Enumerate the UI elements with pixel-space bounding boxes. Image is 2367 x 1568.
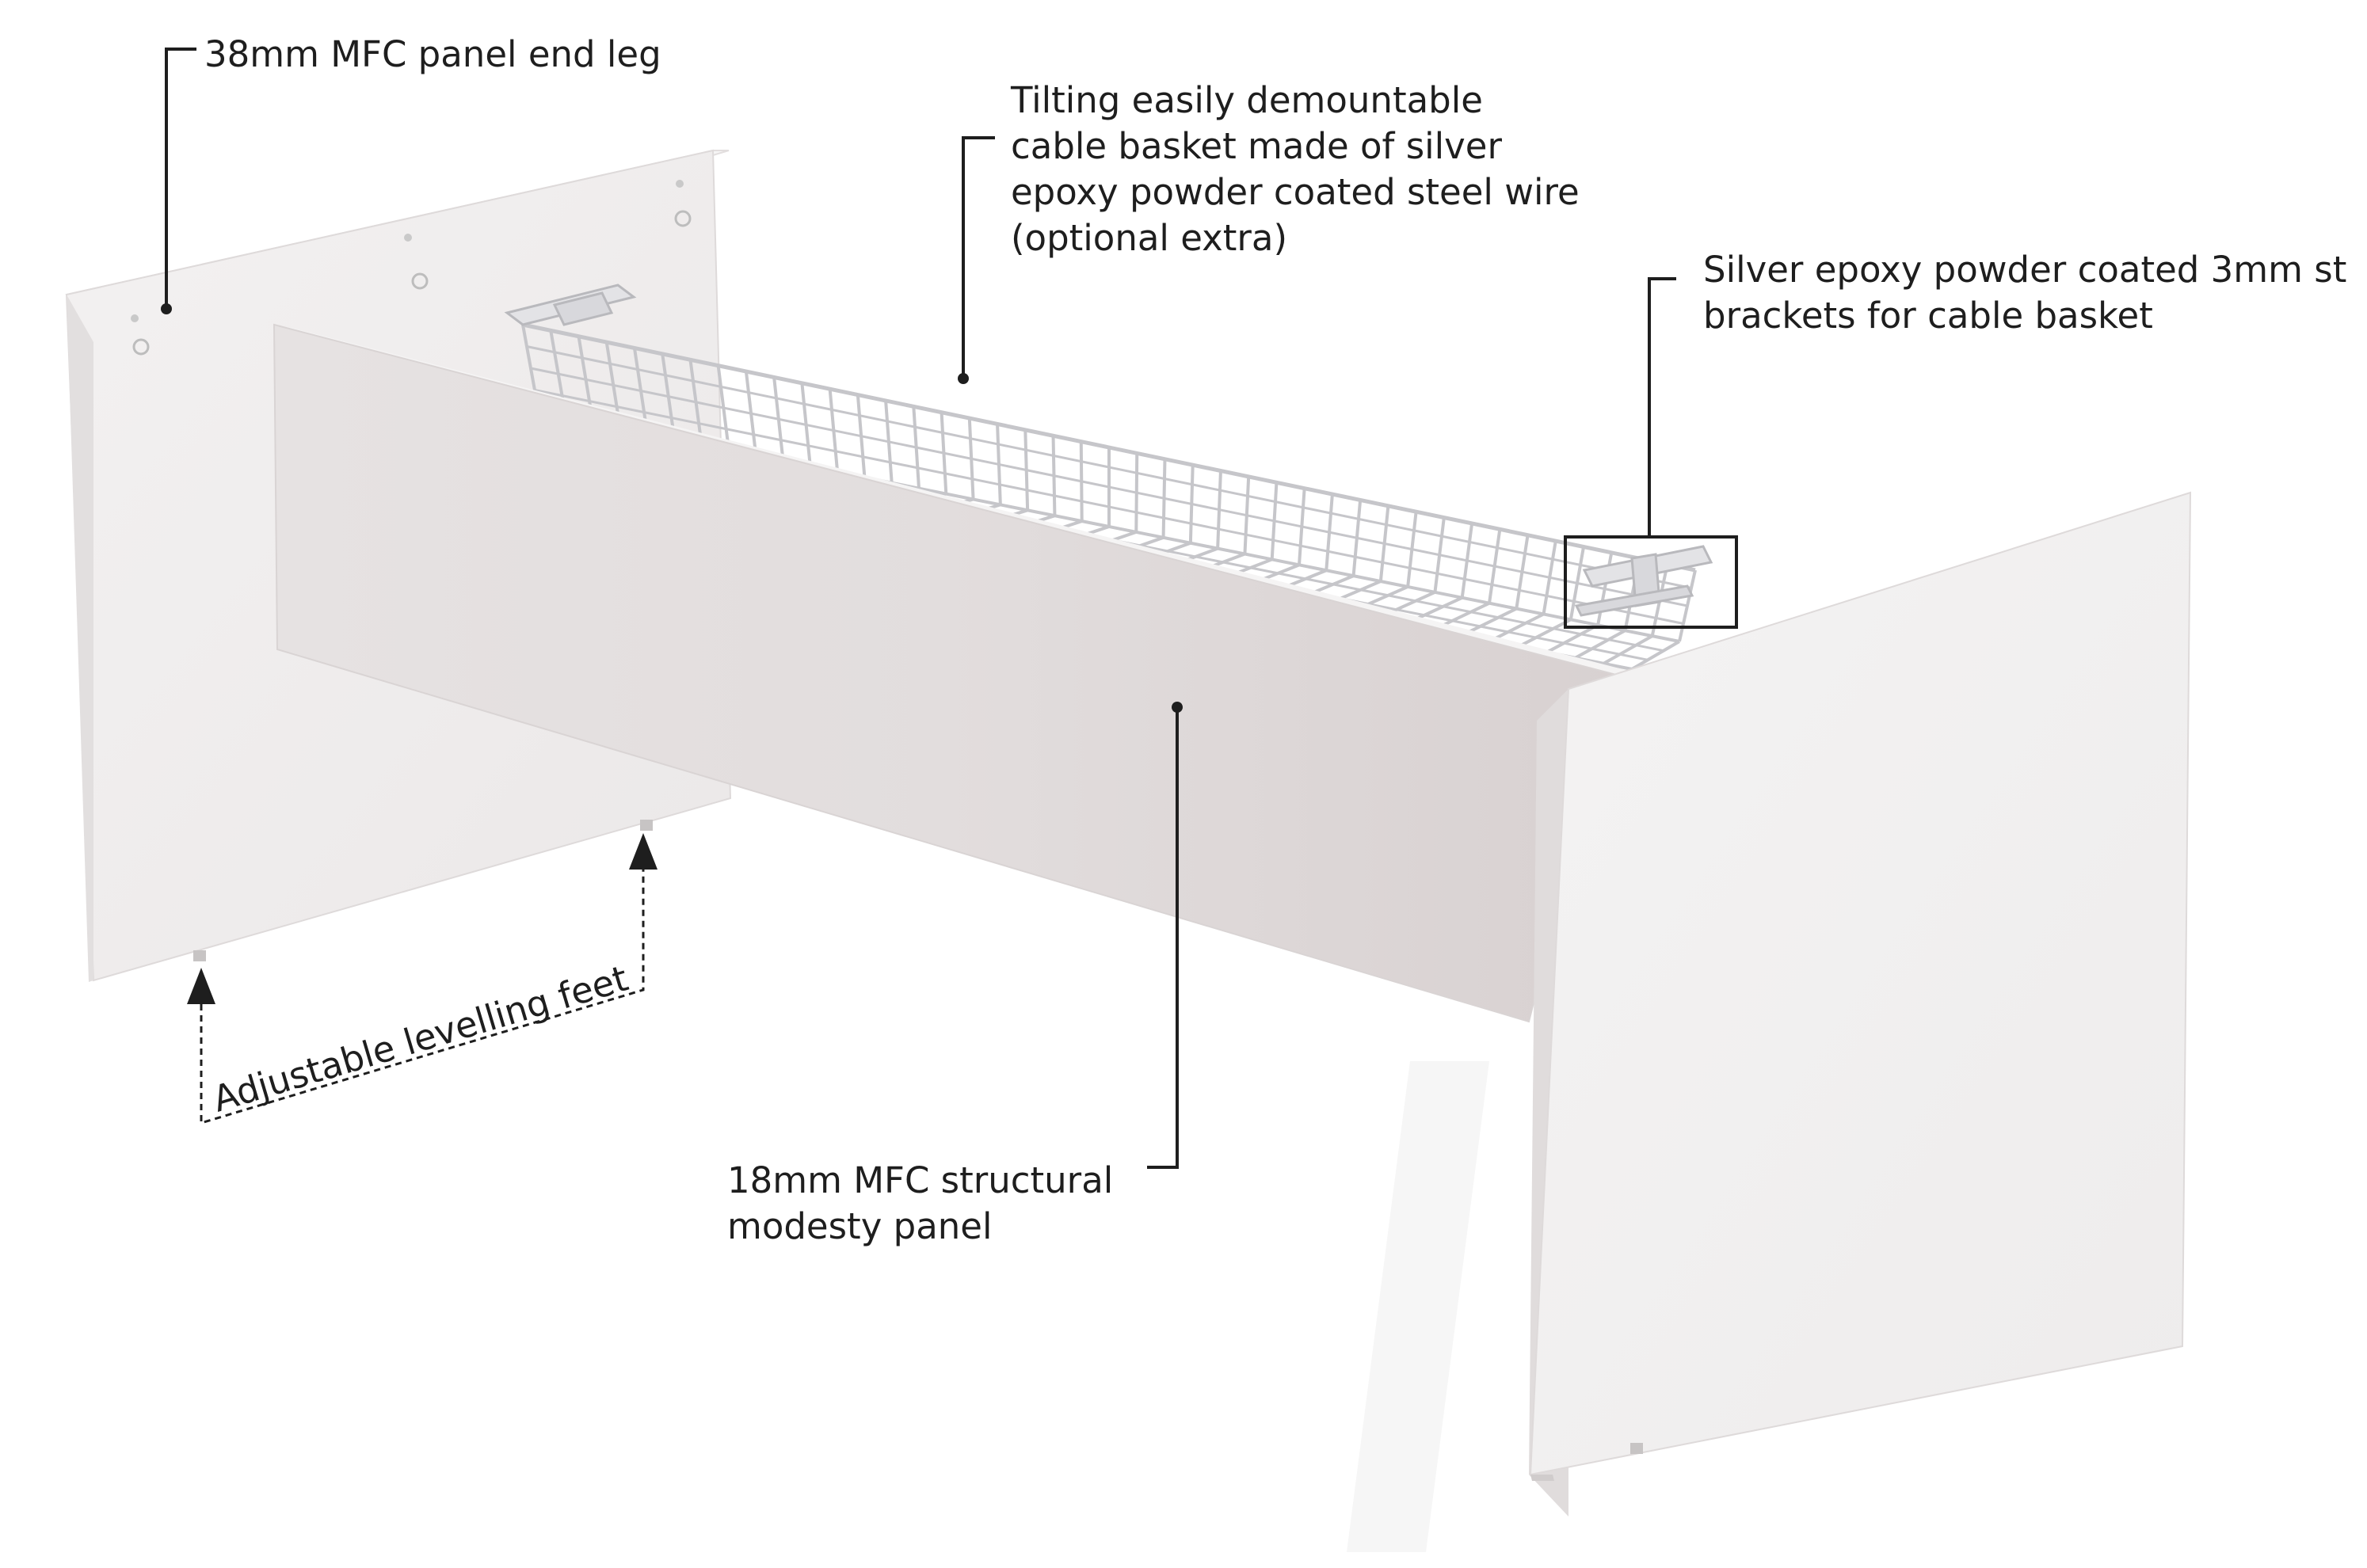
- annotation-leaders: [165, 48, 1738, 1169]
- basket-bracket-right: [1574, 545, 1713, 617]
- levelling-foot: [193, 950, 206, 961]
- leader-dot: [161, 303, 172, 314]
- basket-wire: [1546, 623, 1599, 654]
- floor-shadow: [1347, 1061, 1489, 1552]
- leader-end-leg: [165, 48, 196, 307]
- basket-wire: [1489, 612, 1545, 643]
- basket-wire: [1603, 634, 1653, 665]
- leader-dot: [1172, 702, 1183, 713]
- leader-modesty-panel: [1147, 708, 1179, 1169]
- leader-cable-basket: [962, 136, 995, 377]
- label-end-leg: 38mm MFC panel end leg: [204, 33, 661, 75]
- right-end-leg: [1529, 491, 2192, 1517]
- label-modesty-panel: 18mm MFC structural modesty panel: [727, 1159, 1114, 1247]
- leader-dot: [958, 373, 969, 384]
- arrowhead-left-foot: [187, 968, 215, 1004]
- modesty-panel: [273, 323, 1632, 1023]
- bracket-highlight-box: [1564, 535, 1738, 629]
- label-cable-basket: Tilting easily demountable cable basket …: [1011, 79, 1580, 259]
- basket-bracket-left: [504, 284, 637, 326]
- basket-wire: [1518, 618, 1572, 649]
- cam-hole: [411, 272, 429, 290]
- levelling-foot: [1630, 1443, 1643, 1454]
- cam-hole: [132, 338, 150, 356]
- basket-wire: [1630, 640, 1681, 671]
- cam-hole: [674, 210, 692, 227]
- arrowhead-right-foot: [629, 833, 658, 870]
- arrowheads: [187, 833, 658, 1004]
- leader-levelling-feet: [200, 863, 645, 1125]
- basket-wire: [1574, 629, 1626, 660]
- basket-wire: [534, 389, 1684, 625]
- label-brackets: Silver epoxy powder coated 3mm st bracke…: [1703, 249, 2347, 337]
- basket-wire: [530, 367, 1688, 607]
- leader-brackets: [1648, 277, 1676, 537]
- leader-dots: [161, 303, 1183, 713]
- levelling-foot: [640, 820, 653, 831]
- basket-wire: [526, 345, 1692, 589]
